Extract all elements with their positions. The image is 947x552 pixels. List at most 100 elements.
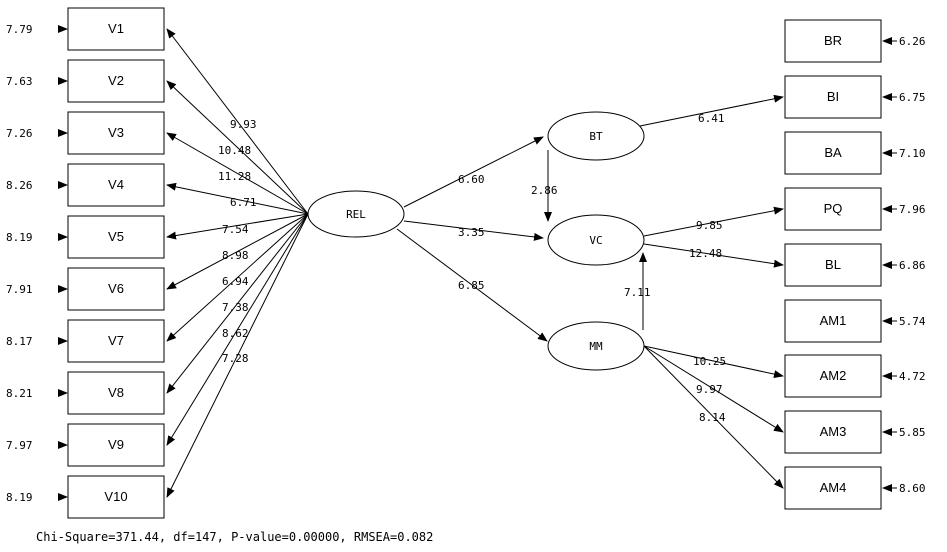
path-value-rel-mm: 6.85: [458, 279, 485, 292]
loading-arrow-pq: [643, 206, 784, 237]
loading-value: 11.28: [218, 170, 251, 183]
latent-ellipse: [307, 190, 405, 238]
fit-statistics: Chi-Square=371.44, df=147, P-value=0.000…: [36, 530, 433, 544]
loading-arrow-v4: [166, 182, 309, 215]
indicator-label: V8: [108, 385, 124, 400]
indicator-box: [67, 319, 165, 363]
indicator-v2: V2 7.63: [6, 59, 165, 103]
loading-value: 7.38: [222, 301, 249, 314]
path-value-bt-vc: 2.86: [531, 184, 558, 197]
latent-bt: BT: [547, 111, 645, 161]
indicator-box: [67, 163, 165, 207]
loading-value-bl: 12.48: [689, 247, 722, 260]
indicator-box: [67, 111, 165, 155]
loading-arrow-v1: [166, 28, 309, 215]
loading-value: 8.62: [222, 327, 249, 340]
loading-arrow-am3: [643, 345, 784, 433]
indicator-label: BA: [824, 145, 842, 160]
loading-arrow-v7: [166, 213, 309, 342]
path-value-rel-vc: 3.35: [458, 226, 485, 239]
indicator-box: [67, 59, 165, 103]
loading-arrow-am4: [643, 345, 784, 489]
latent-vc: VC: [547, 214, 645, 266]
indicator-v6: V6 7.91: [6, 267, 165, 311]
indicator-label: V4: [108, 177, 124, 192]
structural-paths: 6.60 3.35 6.85 2.86 7.11: [396, 136, 651, 342]
indicator-label: PQ: [824, 201, 843, 216]
indicator-v8: V8 8.21: [6, 371, 165, 415]
indicator-v7: V7 8.17: [6, 319, 165, 363]
indicator-box: [784, 243, 882, 287]
error-variance: 8.19: [6, 231, 33, 244]
error-variance: 7.26: [6, 127, 33, 140]
indicator-box: [784, 131, 882, 175]
error-variance: 7.79: [6, 23, 33, 36]
loading-value: 7.54: [222, 223, 249, 236]
indicator-v10: V10 8.19: [6, 475, 165, 519]
loading-arrow-v2: [166, 80, 309, 215]
indicator-v1: V1 7.79: [6, 7, 165, 51]
indicator-ba: BA 7.10: [784, 131, 926, 175]
loading-value: 8.98: [222, 249, 249, 262]
error-variance: 8.26: [6, 179, 33, 192]
loading-value-am4: 8.14: [699, 411, 726, 424]
loading-arrow-v10: [166, 213, 309, 498]
loading-value: 9.93: [230, 118, 257, 131]
indicator-label: BR: [824, 33, 842, 48]
error-variance: 7.91: [6, 283, 33, 296]
rel-loading-arrows: [166, 28, 309, 498]
indicator-box: [784, 75, 882, 119]
indicator-br: BR 6.26: [784, 19, 926, 63]
loading-arrow-v5: [166, 213, 309, 240]
error-variance: 4.72: [899, 370, 926, 383]
indicator-v4: V4 8.26: [6, 163, 165, 207]
right-indicators: BR 6.26 BI 6.75 BA 7.10 PQ 7.96 BL 6.86: [784, 19, 926, 510]
loading-value-pq: 9.85: [696, 219, 723, 232]
loading-value-bi: 6.41: [698, 112, 725, 125]
indicator-box: [67, 423, 165, 467]
error-variance: 5.85: [899, 426, 926, 439]
error-variance: 7.96: [899, 203, 926, 216]
latent-label: MM: [589, 340, 603, 353]
loading-arrow-v8: [166, 213, 309, 394]
indicator-am4: AM4 8.60: [784, 466, 926, 510]
error-variance: 8.60: [899, 482, 926, 495]
indicator-label: AM2: [820, 368, 847, 383]
rel-loading-values: 9.93 10.48 11.28 6.71 7.54 8.98 6.94 7.3…: [218, 118, 257, 365]
loading-arrow-bi: [639, 94, 784, 127]
indicator-label: BI: [827, 89, 839, 104]
indicator-box: [784, 299, 882, 343]
latent-ellipse: [547, 111, 645, 161]
indicator-label: V9: [108, 437, 124, 452]
latent-mm: MM: [547, 321, 645, 371]
indicator-label: V1: [108, 21, 124, 36]
loading-arrow-v9: [166, 213, 309, 446]
indicator-label: V10: [104, 489, 127, 504]
error-variance: 7.97: [6, 439, 33, 452]
path-value-mm-vc: 7.11: [624, 286, 651, 299]
loading-arrow-bl: [643, 243, 784, 268]
latent-label: REL: [346, 208, 366, 221]
error-variance: 8.21: [6, 387, 33, 400]
indicator-label: V2: [108, 73, 124, 88]
indicator-label: V7: [108, 333, 124, 348]
indicator-box: [784, 354, 882, 398]
left-indicators: V1 7.79 V2 7.63 V3 7.26 V4 8.26 V5 8.19: [6, 7, 165, 519]
indicator-v9: V9 7.97: [6, 423, 165, 467]
loading-value-am3: 9.97: [696, 383, 723, 396]
indicator-v3: V3 7.26: [6, 111, 165, 155]
indicator-bi: BI 6.75: [784, 75, 926, 119]
error-variance: 7.63: [6, 75, 33, 88]
loading-arrow-am2: [643, 345, 784, 379]
loading-value-am2: 10.25: [693, 355, 726, 368]
indicator-pq: PQ 7.96: [784, 187, 926, 231]
loading-value: 6.94: [222, 275, 249, 288]
error-variance: 7.10: [899, 147, 926, 160]
indicator-box: [67, 7, 165, 51]
indicator-label: AM1: [820, 313, 847, 328]
error-variance: 6.26: [899, 35, 926, 48]
path-value-rel-bt: 6.60: [458, 173, 485, 186]
latent-rel: REL: [307, 190, 405, 238]
indicator-am3: AM3 5.85: [784, 410, 926, 454]
